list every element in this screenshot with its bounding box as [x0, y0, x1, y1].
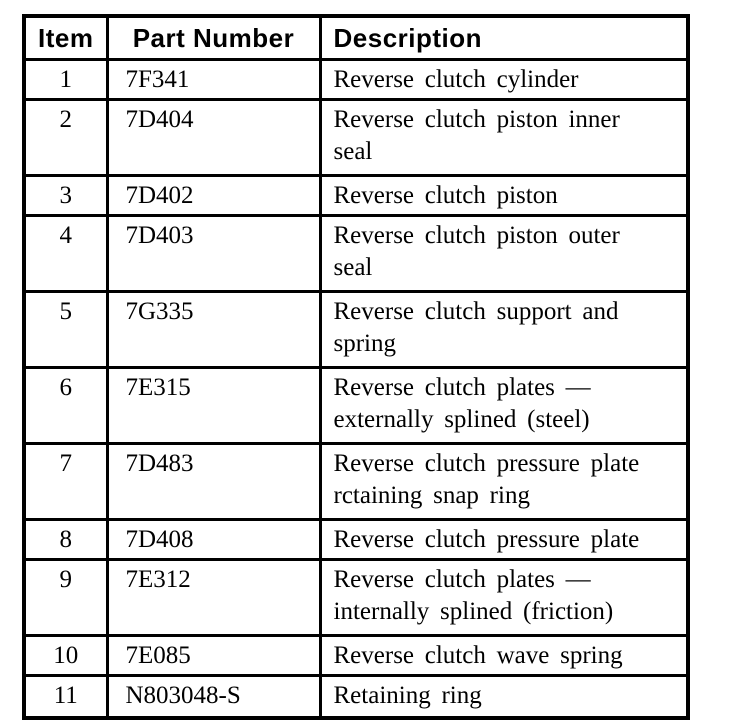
- item-cell: 8: [22, 518, 109, 561]
- item-cell: 7: [22, 442, 109, 521]
- description-cell: Reverse clutch pressure plate: [318, 518, 690, 561]
- header-cell-description: Description: [318, 14, 690, 61]
- part-number-cell: 7E312: [105, 558, 322, 637]
- table-row: 10 7E085 Reverse clutch wave spring: [22, 634, 690, 677]
- item-cell: 11: [22, 674, 109, 719]
- table-row: 5 7G335 Reverse clutch support and sprin…: [22, 290, 690, 369]
- table-row: 6 7E315 Reverse clutch plates — external…: [22, 366, 690, 445]
- description-cell: Reverse clutch support and spring: [318, 290, 690, 369]
- table-row: 2 7D404 Reverse clutch piston inner seal: [22, 98, 690, 177]
- item-cell: 1: [22, 58, 109, 101]
- item-cell: 9: [22, 558, 109, 637]
- item-cell: 6: [22, 366, 109, 445]
- parts-table-body: 1 7F341 Reverse clutch cylinder 2 7D404 …: [22, 58, 690, 719]
- table-row: 1 7F341 Reverse clutch cylinder: [22, 58, 690, 101]
- item-cell: 2: [22, 98, 109, 177]
- part-number-cell: 7E315: [105, 366, 322, 445]
- table-row: 11 N803048-S Retaining ring: [22, 674, 690, 719]
- description-cell: Reverse clutch plates — internally splin…: [318, 558, 690, 637]
- part-number-cell: 7G335: [105, 290, 322, 369]
- description-cell: Reverse clutch cylinder: [318, 58, 690, 101]
- description-cell: Reverse clutch pressure plate rctaining …: [318, 442, 690, 521]
- item-cell: 3: [22, 174, 109, 217]
- part-number-cell: 7F341: [105, 58, 322, 101]
- table-row: 9 7E312 Reverse clutch plates — internal…: [22, 558, 690, 637]
- item-cell: 10: [22, 634, 109, 677]
- table-row: 8 7D408 Reverse clutch pressure plate: [22, 518, 690, 561]
- parts-table: Item Part Number Description 1 7F341 Rev…: [22, 14, 690, 720]
- parts-table-header: Item Part Number Description: [22, 14, 690, 61]
- description-cell: Reverse clutch piston: [318, 174, 690, 217]
- header-cell-part-number: Part Number: [105, 14, 322, 61]
- item-cell: 5: [22, 290, 109, 369]
- description-cell: Reverse clutch wave spring: [318, 634, 690, 677]
- part-number-cell: N803048-S: [105, 674, 322, 719]
- part-number-cell: 7D404: [105, 98, 322, 177]
- header-row: Item Part Number Description: [22, 14, 690, 61]
- part-number-cell: 7D483: [105, 442, 322, 521]
- part-number-cell: 7D408: [105, 518, 322, 561]
- description-cell: Reverse clutch piston inner seal: [318, 98, 690, 177]
- description-cell: Reverse clutch piston outer seal: [318, 214, 690, 293]
- table-row: 4 7D403 Reverse clutch piston outer seal: [22, 214, 690, 293]
- table-row: 7 7D483 Reverse clutch pressure plate rc…: [22, 442, 690, 521]
- part-number-cell: 7D402: [105, 174, 322, 217]
- item-cell: 4: [22, 214, 109, 293]
- description-cell: Reverse clutch plates — externally splin…: [318, 366, 690, 445]
- part-number-cell: 7D403: [105, 214, 322, 293]
- header-cell-item: Item: [22, 14, 109, 61]
- part-number-cell: 7E085: [105, 634, 322, 677]
- table-row: 3 7D402 Reverse clutch piston: [22, 174, 690, 217]
- description-cell: Retaining ring: [318, 674, 690, 719]
